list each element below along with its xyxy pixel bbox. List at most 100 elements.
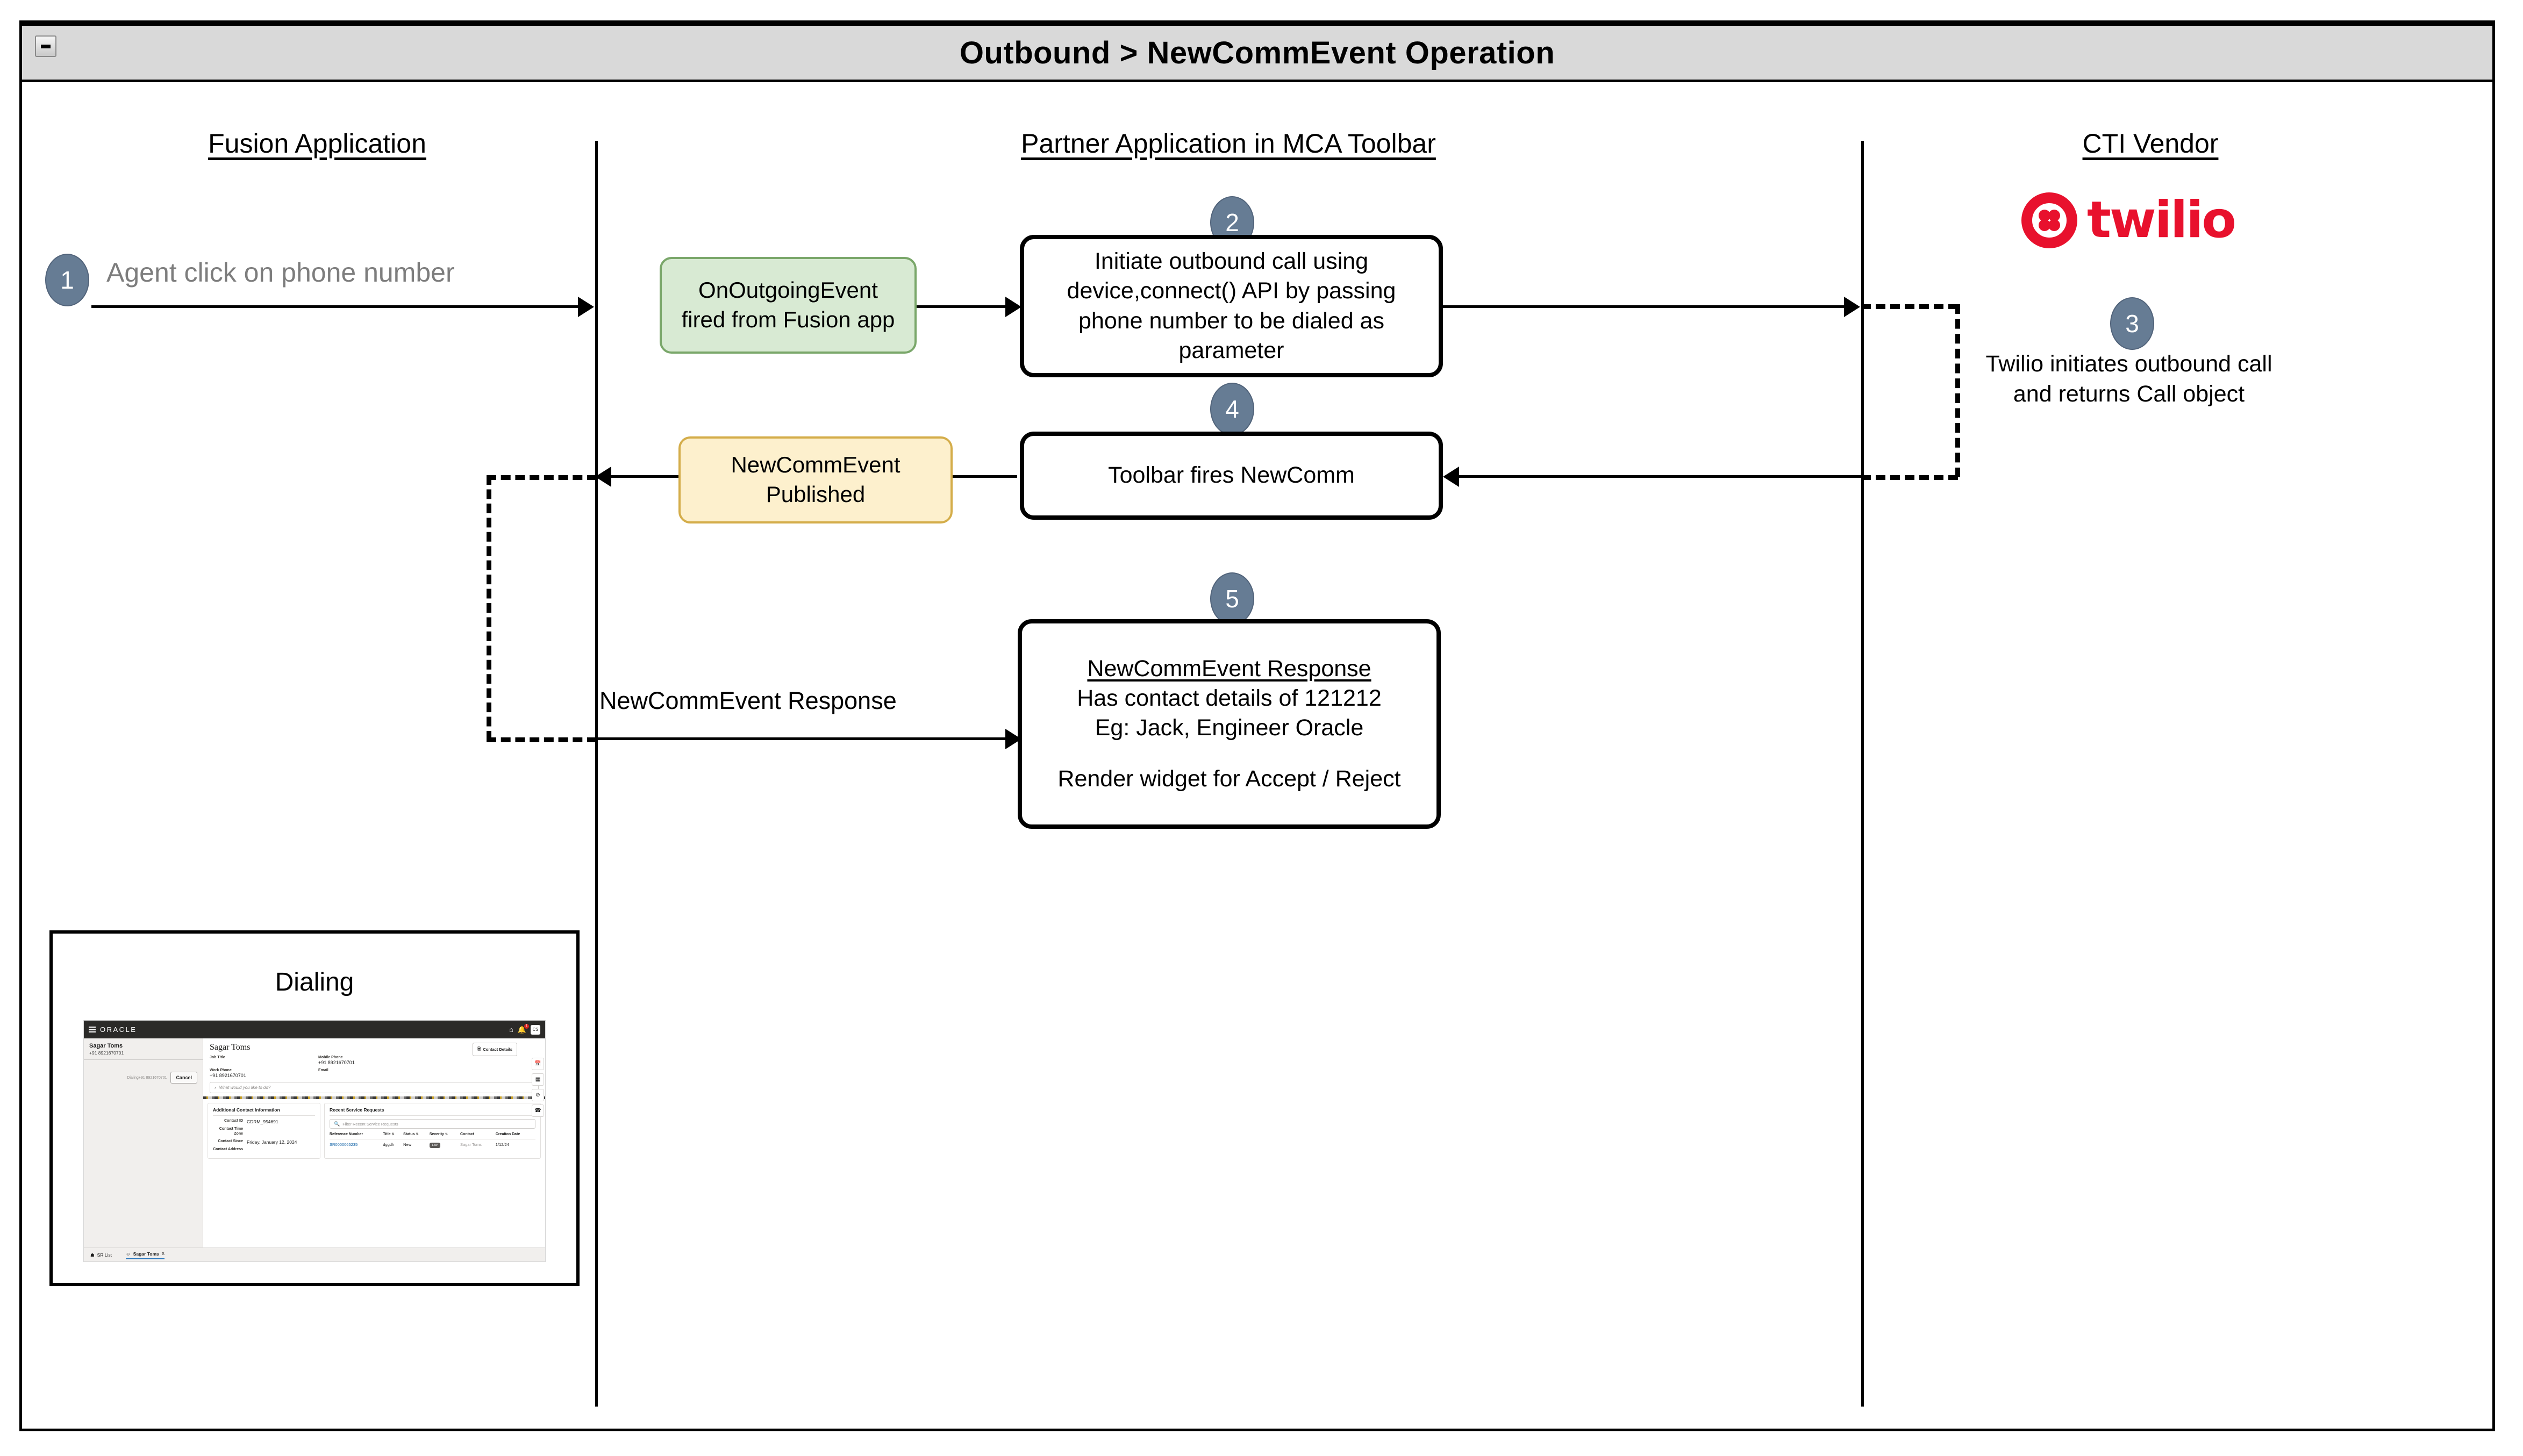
connector-cti-to-step4 xyxy=(1459,475,1861,478)
oracle-topbar: ORACLE ⌂ 🔔 1 CS xyxy=(84,1021,545,1038)
arrow-event-to-step2 xyxy=(1005,297,1021,317)
step-4-box: Toolbar fires NewComm xyxy=(1020,432,1443,520)
field-label-work-phone: Work Phone xyxy=(210,1068,232,1072)
avatar[interactable]: CS xyxy=(531,1024,540,1035)
kv-row: Contact Address xyxy=(213,1147,315,1152)
contact-card-icon: 🖹 xyxy=(477,1046,481,1051)
arrow-to-fusion-newcomm xyxy=(595,467,611,487)
step-5-line3: Render widget for Accept / Reject xyxy=(1057,766,1401,792)
kv-row: Contact Time Zone xyxy=(213,1127,315,1137)
lane-header-partner: Partner Application in MCA Toolbar xyxy=(1021,128,1436,159)
call-contact-name: Sagar Toms xyxy=(89,1043,123,1049)
kv-row: Contact Since Friday, January 12, 2024 xyxy=(213,1139,315,1145)
table-icon[interactable]: ▦ xyxy=(532,1073,544,1086)
contact-details-button[interactable]: 🖹 Contact Details xyxy=(473,1043,517,1056)
cti-loop-bottom xyxy=(1861,475,1958,480)
field-label-job-title: Job Title xyxy=(210,1056,225,1059)
lane-divider-fusion-partner xyxy=(595,141,598,1407)
bell-icon[interactable]: 🔔 1 xyxy=(518,1023,529,1034)
divider xyxy=(84,1059,203,1060)
page-title: Outbound > NewCommEvent Operation xyxy=(959,35,1555,70)
right-rail: 📅 ▦ ⊘ ☎ xyxy=(532,1058,544,1117)
title-bar: Outbound > NewCommEvent Operation xyxy=(22,23,2492,82)
connector-agent-to-lane xyxy=(91,305,578,308)
cti-loop-right xyxy=(1955,304,1960,477)
tab-sr-list[interactable]: ☗ SR List xyxy=(90,1252,112,1258)
connector-step2-to-cti xyxy=(1443,305,1844,308)
fusion-loop-left xyxy=(487,475,491,741)
arrow-agent-to-lane xyxy=(578,297,594,317)
event-onoutgoing-line1: OnOutgoingEvent xyxy=(698,277,878,303)
step-3-line1: Twilio initiates outbound call xyxy=(1985,351,2272,377)
ask-placeholder: What would you like to do? xyxy=(219,1085,271,1090)
twilio-wordmark: twilio xyxy=(2087,191,2236,249)
severity-badge: Low xyxy=(429,1143,440,1148)
rsr-filter-input[interactable]: 🔍 Filter Recent Service Requests xyxy=(330,1119,535,1129)
home-icon[interactable]: ⌂ xyxy=(509,1025,513,1034)
step-2-line2: device,connect() API by passing xyxy=(1067,278,1396,304)
step-badge-3: 3 xyxy=(2110,297,2154,350)
col-title[interactable]: Title ⇅ xyxy=(383,1132,395,1136)
col-contact[interactable]: Contact xyxy=(460,1132,475,1136)
col-status[interactable]: Status ⇅ xyxy=(403,1132,419,1136)
contact-name: Sagar Toms xyxy=(210,1043,251,1052)
person-icon: ☺ xyxy=(126,1251,131,1257)
tab-sagar-toms[interactable]: ☺ Sagar Toms X xyxy=(126,1251,165,1259)
event-published-line2: Published xyxy=(766,482,866,507)
tab-sagar-toms-label: Sagar Toms xyxy=(133,1251,159,1257)
hamburger-icon[interactable] xyxy=(89,1027,96,1032)
cell-title: dggdh xyxy=(383,1139,404,1150)
fusion-loop-bottom xyxy=(487,737,597,742)
chevron-right-icon: › xyxy=(215,1085,216,1090)
contact-header: Sagar Toms xyxy=(203,1038,545,1052)
step-2-line3: phone number to be dialed as xyxy=(1078,307,1384,334)
field-label-email: Email xyxy=(318,1068,328,1072)
search-icon: 🔍 xyxy=(334,1121,340,1127)
step-2-line1: Initiate outbound call using xyxy=(1094,248,1369,275)
table-row[interactable]: SR0000065235 dggdh New Low Sagar Toms 1/… xyxy=(330,1139,535,1150)
connector-event-to-step2 xyxy=(917,305,1005,308)
call-panel: Sagar Toms +91 8921670701 Dialing+91 892… xyxy=(84,1038,203,1247)
cell-reference[interactable]: SR0000065235 xyxy=(330,1139,383,1150)
kv-value: CDRM_954691 xyxy=(247,1119,278,1124)
block-icon[interactable]: ⊘ xyxy=(532,1089,544,1101)
cell-status: New xyxy=(403,1139,430,1150)
step-5-line1: Has contact details of 121212 xyxy=(1077,685,1382,711)
kv-label: Contact ID xyxy=(224,1119,243,1123)
additional-contact-card: Additional Contact Information Contact I… xyxy=(208,1103,320,1159)
close-icon[interactable]: X xyxy=(161,1251,165,1256)
event-onoutgoing-box: OnOutgoingEvent fired from Fusion app xyxy=(660,257,917,354)
kv-label: Contact Since xyxy=(218,1139,243,1143)
cell-contact: Sagar Toms xyxy=(460,1139,496,1150)
step-2-box: Initiate outbound call using device,conn… xyxy=(1020,235,1443,377)
phone-icon[interactable]: ☎ xyxy=(532,1104,544,1117)
lane-header-fusion: Fusion Application xyxy=(208,128,426,159)
event-published-line1: NewCommEvent xyxy=(731,452,900,478)
minimize-icon[interactable] xyxy=(35,35,56,57)
col-severity[interactable]: Severity ⇅ xyxy=(429,1132,448,1136)
newcommevent-response-label: NewCommEvent Response xyxy=(599,687,897,714)
contact-details-label: Contact Details xyxy=(483,1047,512,1052)
lane-divider-partner-cti xyxy=(1861,141,1864,1407)
bottom-tab-bar: ☗ SR List ☺ Sagar Toms X xyxy=(84,1247,545,1261)
notification-count: 1 xyxy=(524,1023,529,1029)
cancel-button[interactable]: Cancel xyxy=(170,1072,197,1084)
additional-contact-title: Additional Contact Information xyxy=(213,1107,280,1113)
twilio-logo: twilio xyxy=(2021,191,2236,249)
rsr-filter-placeholder: Filter Recent Service Requests xyxy=(342,1121,398,1127)
cti-loop-top xyxy=(1861,304,1958,309)
step-5-box: NewCommEvent Response Has contact detail… xyxy=(1018,619,1441,829)
ask-oracle-input[interactable]: › What would you like to do? xyxy=(210,1082,539,1093)
calendar-icon[interactable]: 📅 xyxy=(532,1058,544,1070)
col-creation-date[interactable]: Creation Date xyxy=(495,1132,520,1136)
kv-label: Contact Time Zone xyxy=(219,1127,243,1136)
kv-label: Contact Address xyxy=(213,1147,243,1151)
event-newcomm-published-box: NewCommEvent Published xyxy=(678,436,953,523)
col-reference-number[interactable]: Reference Number xyxy=(330,1132,363,1136)
dialing-caption: Dialing xyxy=(275,968,354,996)
step-1-label: Agent click on phone number xyxy=(106,257,455,288)
cell-severity: Low xyxy=(429,1139,460,1150)
sort-icon: ⇅ xyxy=(416,1133,419,1136)
lane-header-cti: CTI Vendor xyxy=(2082,128,2219,159)
